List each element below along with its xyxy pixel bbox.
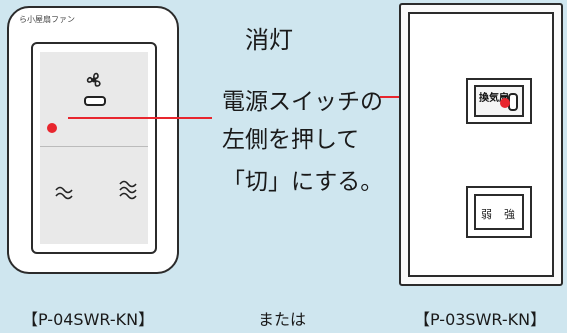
remote-power-button[interactable] <box>40 52 148 147</box>
fan-icon <box>86 72 101 87</box>
airflow-high-icon <box>119 180 137 200</box>
wall-switch-inner-frame: 換気扇 弱 強 <box>408 12 554 277</box>
switch-press-point-marker <box>500 98 510 108</box>
instruction-line-1: 電源スイッチの <box>222 89 383 115</box>
remote-indicator-lamp <box>84 96 106 106</box>
strength-strong-label: 強 <box>504 208 515 221</box>
wall-switch-plate: 換気扇 弱 強 <box>399 3 563 286</box>
fan-switch-rocker[interactable]: 換気扇 <box>474 85 524 117</box>
remote-button-housing <box>31 42 157 254</box>
state-title: 消灯 <box>245 26 293 54</box>
strength-switch[interactable]: 弱 強 <box>466 186 532 238</box>
right-model-caption: 【P-03SWR-KN】 <box>414 310 547 329</box>
press-point-marker <box>47 123 57 133</box>
left-model-caption: 【P-04SWR-KN】 <box>22 310 155 329</box>
strength-weak-label: 弱 <box>481 208 492 221</box>
fan-power-switch[interactable]: 換気扇 <box>466 78 532 124</box>
airflow-low-icon <box>55 186 73 200</box>
fan-switch-label: 換気扇 <box>479 93 509 104</box>
remote-brand-label: ら小屋扇ファン <box>19 15 75 24</box>
remote-airflow-button[interactable] <box>40 147 148 244</box>
strength-switch-rocker[interactable]: 弱 強 <box>474 194 524 230</box>
remote-control-panel: ら小屋扇ファン <box>7 6 179 274</box>
instruction-line-3: 「切」にする。 <box>222 169 384 195</box>
instruction-line-2: 左側を押して <box>222 127 360 153</box>
or-caption: または <box>258 310 307 329</box>
